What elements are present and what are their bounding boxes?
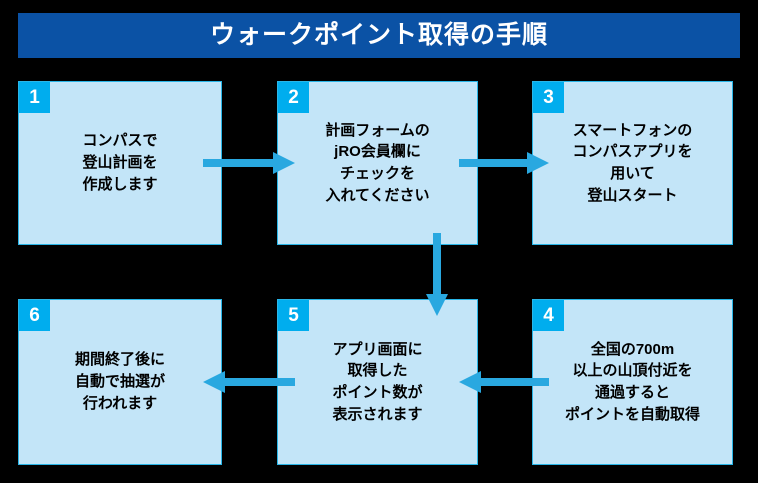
step-box-6: 期間終了後に 自動で抽選が 行われます 6 (18, 299, 222, 465)
step-box-5: アプリ画面に 取得した ポイント数が 表示されます 5 (277, 299, 478, 465)
step-5-line-3: ポイント数が (332, 384, 423, 401)
step-box-3: スマートフォンの コンパスアプリを 用いて 登山スタート 3 (532, 81, 733, 245)
step-1-line-3: 作成します (82, 175, 158, 193)
step-5-line-2: 取得した (347, 362, 408, 380)
step-6-line-2: 自動で抽選が (74, 373, 165, 391)
step-4-line-3: 通過すると (594, 384, 670, 401)
arrow-step5-to-step6-icon (203, 369, 295, 395)
step-box-4: 全国の700m 以上の山頂付近を 通過すると ポイントを自動取得 4 (532, 299, 733, 465)
step-4-line-4: ポイントを自動取得 (564, 405, 700, 423)
step-1-line-1: コンパスで (82, 132, 158, 150)
step-4-number-badge: 4 (533, 300, 564, 331)
step-3-number-badge: 3 (533, 82, 564, 113)
step-3-text: スマートフォンの コンパスアプリを 用いて 登山スタート (533, 82, 732, 244)
step-2-number-badge: 2 (278, 82, 309, 113)
arrow-step3-to-step4-icon (424, 233, 450, 316)
step-2-line-2: jRO会員欄に (334, 143, 421, 161)
step-3-line-2: コンパスアプリを (572, 143, 693, 161)
step-box-1: コンパスで 登山計画を 作成します 1 (18, 81, 222, 245)
header-banner: ウォークポイント取得の手順 (18, 13, 740, 58)
step-1-number-badge: 1 (19, 82, 50, 113)
step-box-2: 計画フォームの jRO会員欄に チェックを 入れてください 2 (277, 81, 478, 245)
step-2-line-4: 入れてください (325, 186, 430, 204)
step-3-line-1: スマートフォンの (572, 121, 693, 139)
step-6-line-3: 行われます (82, 394, 158, 412)
step-1-text: コンパスで 登山計画を 作成します (19, 82, 221, 244)
step-6-number-badge: 6 (19, 300, 50, 331)
step-2-line-3: チェックを (339, 165, 415, 182)
step-5-line-1: アプリ画面に (332, 340, 423, 358)
step-4-text: 全国の700m 以上の山頂付近を 通過すると ポイントを自動取得 (533, 300, 732, 464)
step-1-line-2: 登山計画を (82, 154, 158, 172)
step-2-text: 計画フォームの jRO会員欄に チェックを 入れてください (278, 82, 477, 244)
step-5-line-4: 表示されます (332, 405, 423, 423)
step-5-text: アプリ画面に 取得した ポイント数が 表示されます (278, 300, 477, 464)
step-2-line-1: 計画フォームの (325, 121, 430, 139)
step-6-line-1: 期間終了後に (74, 351, 165, 369)
arrow-step1-to-step2-icon (203, 150, 295, 176)
step-3-line-3: 用いて (610, 165, 655, 182)
page-title: ウォークポイント取得の手順 (209, 21, 548, 49)
arrow-step2-to-step3-icon (459, 150, 549, 176)
step-6-text: 期間終了後に 自動で抽選が 行われます (19, 300, 221, 464)
step-4-line-2: 以上の山頂付近を (572, 362, 693, 380)
step-3-line-4: 登山スタート (587, 186, 678, 204)
step-5-number-badge: 5 (278, 300, 309, 331)
step-4-line-1: 全国の700m (590, 340, 675, 358)
arrow-step4-to-step5-icon (459, 369, 549, 395)
